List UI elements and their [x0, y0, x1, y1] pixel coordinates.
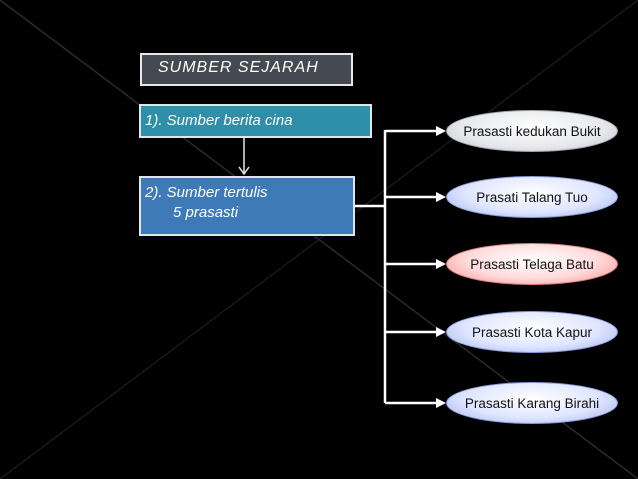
- sumber-berita-cina-box: 1). Sumber berita cina: [139, 104, 372, 138]
- title-box: SUMBER SEJARAH: [140, 53, 353, 86]
- prasasti-count-label: 5 prasasti: [173, 204, 239, 221]
- prasasti-node: Prasasti Karang Birahi: [446, 382, 618, 424]
- prasasti-node: Prasati Talang Tuo: [446, 176, 618, 218]
- sumber-tertulis-box: 2). Sumber tertulis 5 prasasti: [139, 176, 355, 236]
- prasasti-node: Prasasti Kota Kapur: [446, 311, 618, 353]
- prasasti-node: Prasasti Telaga Batu: [446, 243, 618, 285]
- sumber-tertulis-label: 2). Sumber tertulis: [145, 184, 268, 201]
- prasasti-node: Prasasti kedukan Bukit: [446, 110, 618, 152]
